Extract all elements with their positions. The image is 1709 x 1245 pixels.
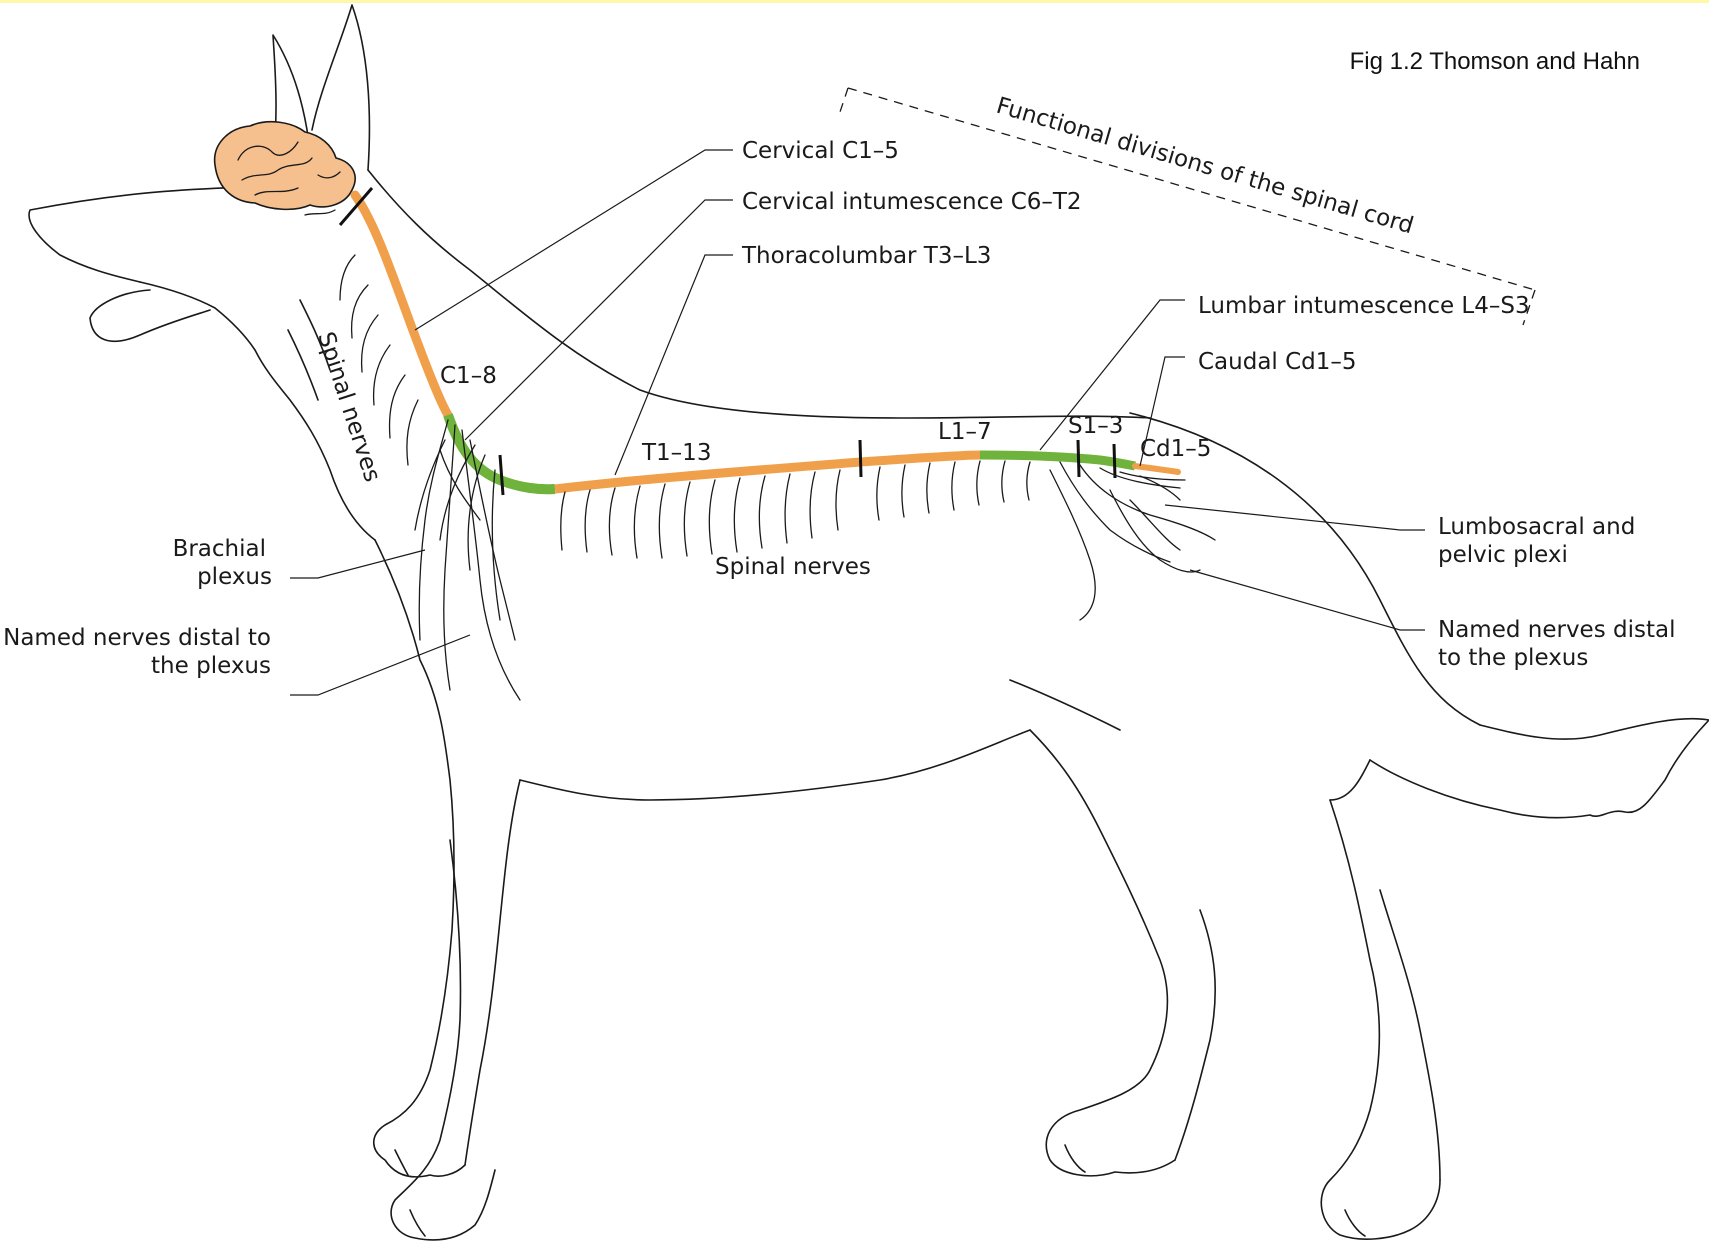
label-cervical: Cervical C1–5 [742, 138, 899, 164]
label-spinal-nerves-trunk: Spinal nerves [715, 554, 871, 580]
label-lumbosacral-line2: pelvic plexi [1438, 542, 1568, 568]
segment-caudal: Cd1–5 [1140, 436, 1211, 462]
label-spinal-nerves-neck: Spinal nerves [312, 329, 385, 485]
lumbosacral-plexus-nerves [1050, 462, 1215, 620]
label-thoracolumbar: Thoracolumbar T3–L3 [741, 243, 991, 269]
cord-caudal [1135, 466, 1178, 472]
label-lumbar-intumescence: Lumbar intumescence L4–S3 [1198, 293, 1530, 319]
label-named-nerves-rear-line2: to the plexus [1438, 645, 1588, 671]
label-lumbosacral-line1: Lumbosacral and [1438, 514, 1635, 540]
segment-cervical: C1–8 [440, 363, 497, 389]
cord-thoracolumbar [555, 455, 980, 489]
leader-lines [290, 150, 1425, 695]
label-functional-divisions: Functional divisions of the spinal cord [993, 93, 1416, 240]
segment-lumbar: L1–7 [938, 419, 992, 445]
label-brachial-plexus-line1: Brachial [173, 536, 266, 562]
segment-sacral: S1–3 [1068, 413, 1123, 439]
label-caudal: Caudal Cd1–5 [1198, 349, 1357, 375]
brain [215, 122, 356, 210]
figure-credit: Fig 1.2 Thomson and Hahn [1350, 48, 1640, 76]
cord-lumbar-intumescence [980, 455, 1135, 466]
segment-thoracic: T1–13 [641, 440, 711, 466]
label-cervical-intumescence: Cervical intumescence C6–T2 [742, 189, 1082, 215]
label-named-nerves-front-line2: the plexus [151, 653, 271, 679]
cord-cervical [355, 195, 448, 415]
label-brachial-plexus-line2: plexus [197, 564, 272, 590]
spinal-cord [340, 188, 1178, 495]
label-named-nerves-rear-line1: Named nerves distal [1438, 617, 1675, 643]
label-named-nerves-front-line1: Named nerves distal to [3, 625, 271, 651]
spinal-nerves-trunk [561, 461, 1030, 558]
